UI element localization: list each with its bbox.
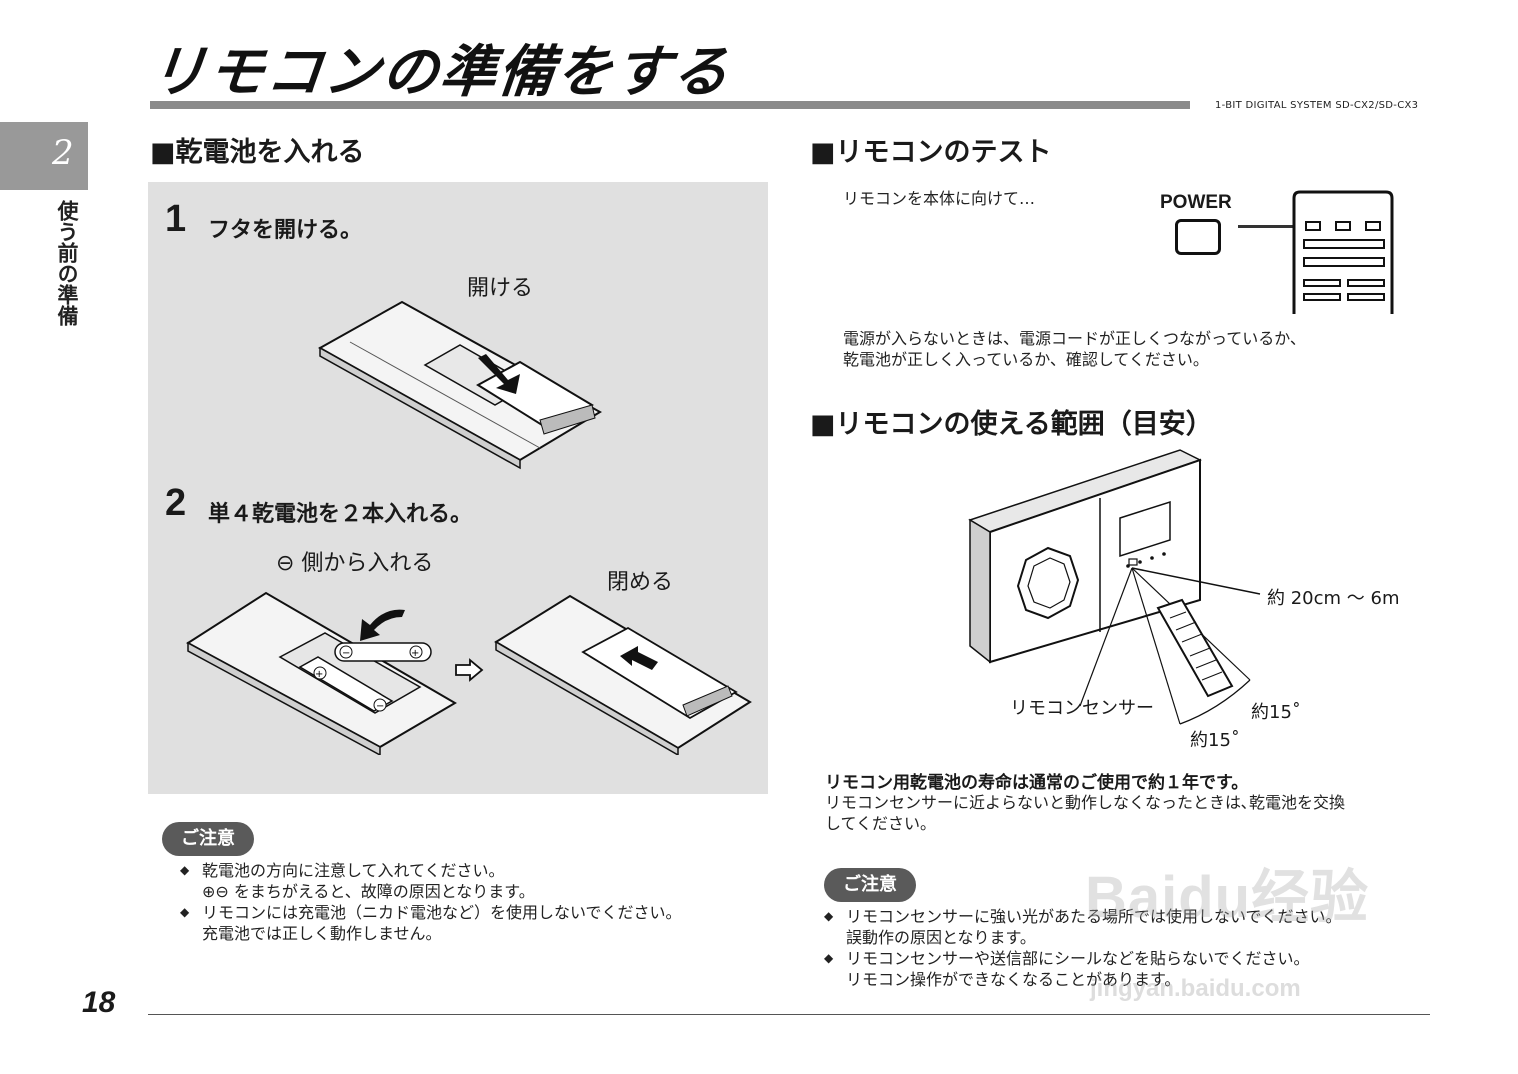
test-note-line1: 電源が入らないときは、電源コードが正しくつながっているか、 [843,329,1306,348]
svg-text:+: + [411,648,419,659]
remote-top-illustration [1292,190,1394,314]
step2-number: 2 [165,482,187,524]
svg-text:+: + [315,669,323,680]
angle-label-right: 約15˚ [1251,702,1301,723]
test-note-line2: 乾電池が正しく入っているか、確認してください。 [843,350,1209,369]
page-number: 18 [82,986,116,1019]
list-item: リモコンセンサーに強い光があたる場所では使用しないでください。 誤動作の原因とな… [822,906,1432,948]
remote-open-cover-illustration [317,300,602,470]
power-button-icon [1175,219,1221,255]
next-step-arrow-icon [455,658,484,682]
range-caution-list: リモコンセンサーに強い光があたる場所では使用しないでください。 誤動作の原因とな… [822,906,1432,990]
step1-text: フタを開ける。 [208,218,363,243]
battery-life-line1: リモコンセンサーに近よらないと動作しなくなったときは､乾電池を交換 [825,793,1346,812]
minus-side-label: ⊖ 側から入れる [276,551,434,576]
battery-life-line2: してください。 [825,814,937,833]
chapter-number: 2 [52,133,74,173]
power-label: POWER [1160,192,1232,213]
footer-divider [148,1014,1430,1015]
list-item: リモコンには充電池（ニカド電池など）を使用しないでください。 充電池では正しく動… [178,902,778,944]
watermark-logo: Baidu经验 [1085,865,1370,930]
remote-close-cover-illustration [494,594,752,755]
step2-text: 単４乾電池を２本入れる。 [208,502,473,527]
power-pointer-line [1238,225,1308,228]
title-underline [150,101,1190,109]
caution-badge-range: ご注意 [824,868,916,902]
range-distance-label: 約 20cm ～ 6m [1267,588,1400,609]
chapter-tab [0,122,88,190]
open-label: 開ける [467,276,534,301]
range-heading: ■リモコンの使える範囲（目安） [810,409,1213,440]
battery-insert-illustration: − + + − [186,591,457,755]
battery-life-heading: リモコン用乾電池の寿命は通常のご使用で約１年です。 [825,773,1249,793]
close-label: 閉める [607,570,674,595]
model-label: 1-BIT DIGITAL SYSTEM SD-CX2/SD-CX3 [1215,100,1419,111]
caution-badge-battery: ご注意 [162,822,254,856]
test-instruction: リモコンを本体に向けて… [843,189,1036,208]
chapter-label: 使う前の準備 [55,200,79,326]
svg-text:−: − [376,701,384,712]
battery-heading: ■乾電池を入れる [150,137,365,168]
step1-number: 1 [165,198,187,240]
watermark-url: jingyan.baidu.com [1090,975,1301,1002]
angle-label-bottom: 約15˚ [1190,730,1240,751]
remote-range-illustration [968,449,1261,725]
list-item: 乾電池の方向に注意して入れてください。 ⊕⊖ をまちがえると、故障の原因となりま… [178,860,778,902]
test-heading: ■リモコンのテスト [810,137,1052,168]
page-title: リモコンの準備をする [146,40,734,105]
svg-text:−: − [342,648,350,659]
battery-caution-list: 乾電池の方向に注意して入れてください。 ⊕⊖ をまちがえると、故障の原因となりま… [178,860,778,944]
list-item: リモコンセンサーや送信部にシールなどを貼らないでください。 リモコン操作ができな… [822,948,1432,990]
sensor-label: リモコンセンサー [1010,698,1154,719]
